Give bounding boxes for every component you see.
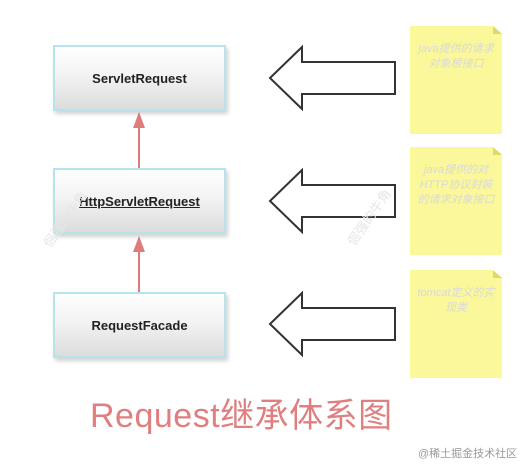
class-request-facade: RequestFacade [53, 292, 226, 358]
class-servlet-request-label: ServletRequest [92, 70, 187, 86]
class-http-servlet-request-label: HttpServletRequest [79, 193, 200, 209]
note-servlet-request-text: java提供的请求对象根接口 [418, 43, 494, 70]
inheritance-arrow-facade-to-http [133, 236, 145, 292]
pointer-arrow-3 [268, 290, 396, 358]
inheritance-arrow-http-to-servlet [133, 112, 145, 168]
note-http-servlet-request: java提供的对HTTP协议封装的请求对象接口 [410, 147, 502, 255]
pointer-arrow-1 [268, 44, 396, 112]
footer-watermark: @稀土掘金技术社区 [418, 448, 518, 460]
diagram-caption: Request继承体系图 [90, 397, 393, 435]
note-fold [493, 26, 502, 34]
class-request-facade-label: RequestFacade [91, 317, 188, 333]
note-fold [493, 147, 502, 155]
class-servlet-request: ServletRequest [53, 45, 226, 111]
class-http-servlet-request: HttpServletRequest [53, 168, 226, 234]
note-request-facade: tomcat定义的实现类 [410, 270, 502, 378]
note-fold [493, 270, 502, 278]
note-http-servlet-request-text: java提供的对HTTP协议封装的请求对象接口 [417, 164, 495, 206]
pointer-arrow-2 [268, 167, 396, 235]
note-servlet-request: java提供的请求对象根接口 [410, 26, 502, 134]
note-request-facade-text: tomcat定义的实现类 [417, 287, 495, 314]
